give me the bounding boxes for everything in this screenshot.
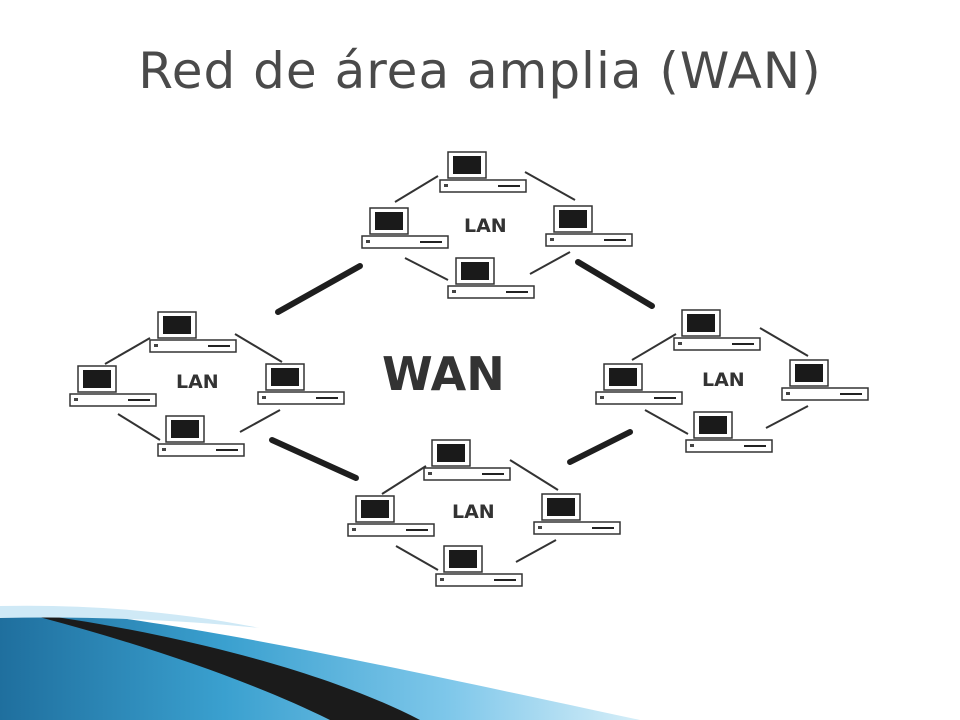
- wan-label: WAN: [382, 347, 505, 401]
- slide-title-text: Red de área amplia (WAN): [138, 42, 822, 100]
- lan-left: LAN: [69, 311, 345, 457]
- lan-right: LAN: [595, 309, 869, 453]
- slide-title: Red de área amplia (WAN): [0, 42, 960, 100]
- wan-link-top-left: [275, 263, 363, 315]
- wan-diagram: LAN LAN LAN: [69, 151, 869, 587]
- lan-label: LAN: [176, 371, 219, 393]
- lan-label: LAN: [452, 501, 495, 523]
- wan-links: [269, 259, 655, 481]
- lan-top: LAN: [361, 151, 633, 299]
- wan-link-left-bottom: [269, 437, 359, 481]
- lan-bottom: LAN: [347, 439, 621, 587]
- wan-link-top-right: [575, 259, 655, 309]
- lan-label: LAN: [464, 215, 507, 237]
- lan-label: LAN: [702, 369, 745, 391]
- wan-link-right-bottom: [567, 429, 633, 465]
